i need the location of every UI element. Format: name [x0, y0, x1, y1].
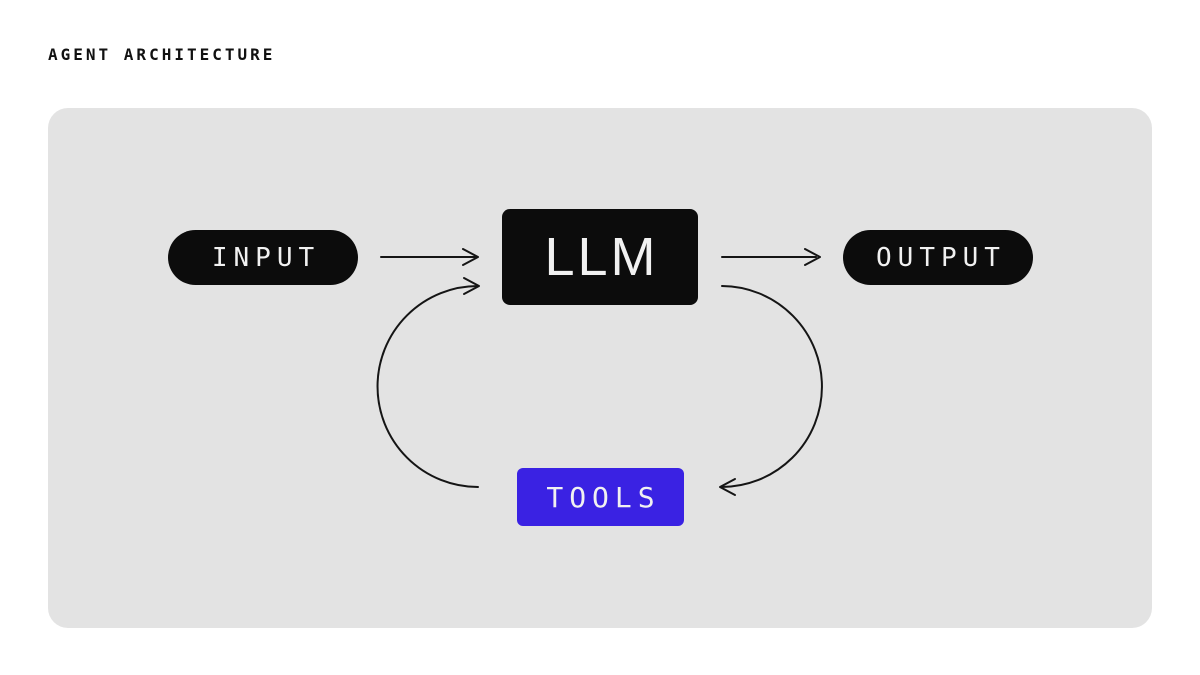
node-llm-label: LLM: [544, 227, 659, 287]
arrow-llm-to-output: [721, 248, 821, 266]
node-output-label: OUTPUT: [876, 242, 1006, 273]
node-input: INPUT: [168, 230, 358, 285]
arrow-input-to-llm: [380, 248, 479, 266]
arrow-tools-to-llm-loop: [376, 277, 480, 488]
arrow-llm-to-tools-loop: [719, 285, 823, 496]
page-title: AGENT ARCHITECTURE: [48, 45, 276, 64]
node-tools-label: TOOLS: [546, 480, 661, 514]
node-llm: LLM: [502, 209, 698, 305]
node-tools: TOOLS: [517, 468, 684, 526]
node-input-label: INPUT: [211, 242, 321, 273]
arrows-layer: [376, 248, 823, 496]
diagram-canvas: INPUT LLM OUTPUT TOOLS: [48, 108, 1152, 628]
node-output: OUTPUT: [843, 230, 1033, 285]
